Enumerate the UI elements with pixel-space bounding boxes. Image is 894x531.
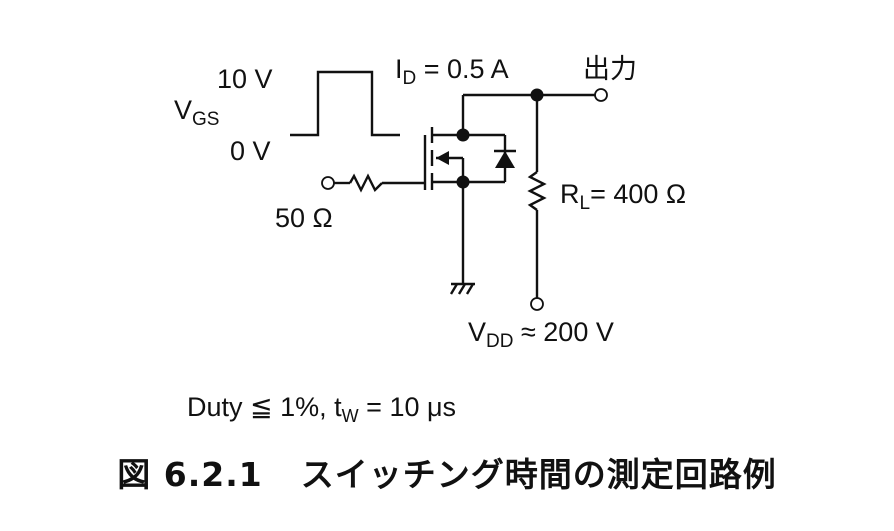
pulse-high-label: 10 V (217, 64, 273, 94)
vdd-terminal (530, 297, 544, 311)
body-diode (495, 151, 515, 168)
ground-hatch-2 (457, 283, 467, 295)
output-label: 出力 (583, 54, 637, 84)
figure-number: 図 6.2.1 (117, 455, 263, 494)
figure-title: スイッチング時間の測定回路例 (300, 455, 777, 494)
output-terminal (594, 88, 608, 102)
input-terminal (321, 176, 335, 190)
ground-hatch-3 (465, 283, 475, 295)
mosfet-body-arrow (436, 151, 449, 165)
duty-condition-label: Duty ≦ 1%, tW = 10 μs (187, 392, 456, 426)
vgs-label: VGS (174, 95, 219, 130)
drain-current-label: ID = 0.5 A (395, 54, 509, 89)
load-resistor (527, 171, 547, 211)
load-resistance-label: RL= 400 Ω (560, 179, 686, 214)
gate-resistor (348, 173, 383, 193)
vdd-label: VDD ≈ 200 V (468, 317, 614, 352)
figure-caption: 図 6.2.1 スイッチング時間の測定回路例 (0, 448, 894, 496)
source-resistance-label: 50 Ω (275, 203, 333, 233)
ground-hatch-1 (449, 283, 459, 295)
gate-pulse-waveform (290, 70, 400, 137)
pulse-low-label: 0 V (230, 136, 271, 166)
